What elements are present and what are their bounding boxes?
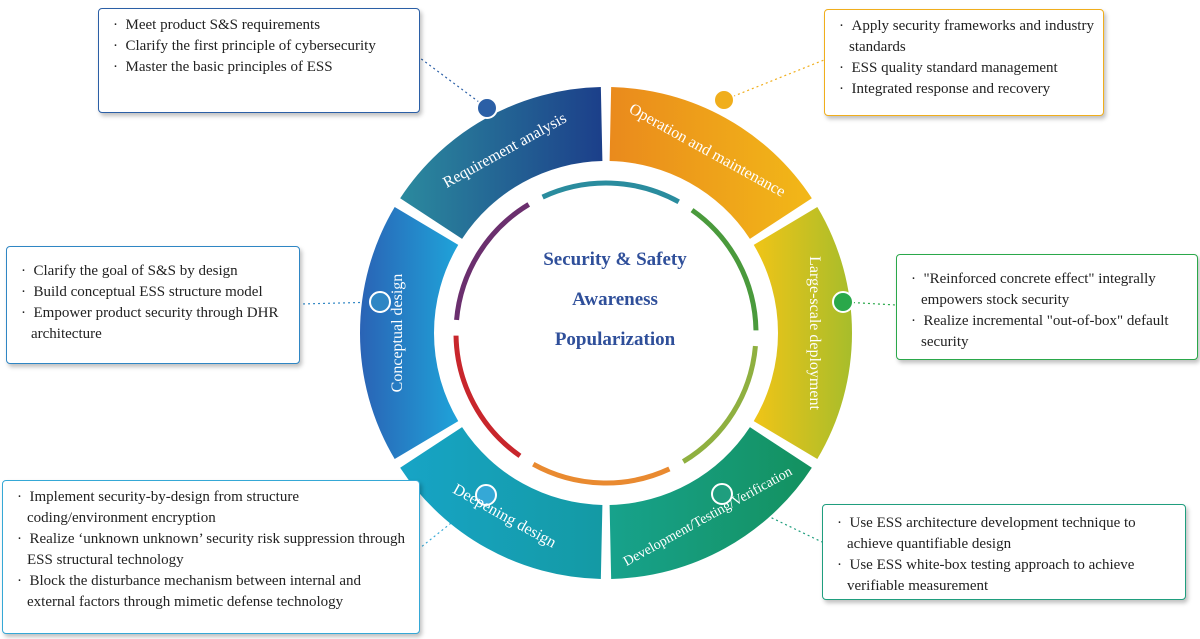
connector-dot-development	[711, 483, 733, 505]
inner-ring-arc-orange	[532, 462, 671, 486]
center-title: Security & Safety Awareness Popularizati…	[500, 240, 730, 360]
segment-operation	[609, 87, 812, 239]
segment-conceptual	[360, 207, 459, 459]
deepening-item-1: Implement security-by-design from struct…	[11, 487, 411, 529]
operation-item-1: Apply security frameworks and industry s…	[833, 16, 1095, 58]
center-title-line-3: Popularization	[554, 329, 676, 350]
connector-dot-deepening	[475, 484, 497, 506]
connector-line-requirement	[419, 57, 488, 109]
connector-line-development	[721, 493, 823, 543]
conceptual-item-1: Clarify the goal of S&S by design	[15, 261, 291, 282]
inner-ring-arc-purple	[454, 202, 531, 321]
connector-line-deepening	[419, 494, 487, 549]
operation-item-2: ESS quality standard management	[833, 58, 1095, 79]
development-item-1: Use ESS architecture development techniq…	[831, 513, 1177, 555]
inner-ring-arc-olive	[681, 345, 758, 464]
deployment-item-1: "Reinforced concrete effect" integrally …	[905, 269, 1189, 311]
center-title-line-2: Awareness	[572, 289, 658, 310]
inner-ring-arc-red	[453, 335, 522, 458]
development-item-2: Use ESS white-box testing approach to ac…	[831, 555, 1177, 597]
segment-deepening	[400, 427, 603, 579]
deepening-item-2: Realize ‘unknown unknown’ security risk …	[11, 529, 411, 571]
requirement-item-3: Master the basic principles of ESS	[107, 57, 411, 78]
operation-maintenance-box: Apply security frameworks and industry s…	[824, 9, 1104, 116]
connector-dot-operation	[713, 89, 735, 111]
connector-dot-deployment	[832, 291, 854, 313]
connector-line-deployment	[842, 301, 897, 306]
requirement-item-1: Meet product S&S requirements	[107, 15, 411, 36]
connector-dot-conceptual	[369, 291, 391, 313]
segment-deployment	[753, 207, 852, 459]
connector-line-conceptual	[299, 301, 381, 305]
requirement-analysis-box: Meet product S&S requirements Clarify th…	[98, 8, 420, 113]
operation-item-3: Integrated response and recovery	[833, 79, 1095, 100]
deployment-item-2: Realize incremental "out-of-box" default…	[905, 311, 1189, 353]
development-testing-box: Use ESS architecture development techniq…	[822, 504, 1186, 600]
conceptual-item-3: Empower product security through DHR arc…	[15, 303, 291, 345]
conceptual-design-box: Clarify the goal of S&S by design Build …	[6, 246, 300, 364]
deepening-design-box: Implement security-by-design from struct…	[2, 480, 420, 634]
conceptual-item-2: Build conceptual ESS structure model	[15, 282, 291, 303]
connector-dot-requirement	[476, 97, 498, 119]
deepening-item-3: Block the disturbance mechanism between …	[11, 571, 411, 613]
deployment-box: "Reinforced concrete effect" integrally …	[896, 254, 1198, 360]
segment-label-deployment: Large-scale deployment	[806, 256, 823, 410]
segment-label-conceptual: Conceptual design	[389, 274, 406, 393]
inner-ring-arc-teal	[541, 180, 680, 204]
requirement-item-2: Clarify the first principle of cybersecu…	[107, 36, 411, 57]
segment-development	[609, 427, 812, 579]
connector-line-operation	[723, 59, 825, 101]
segment-requirement	[400, 87, 603, 239]
inner-ring-arc-green	[690, 208, 759, 331]
center-title-line-1: Security & Safety	[543, 249, 687, 270]
